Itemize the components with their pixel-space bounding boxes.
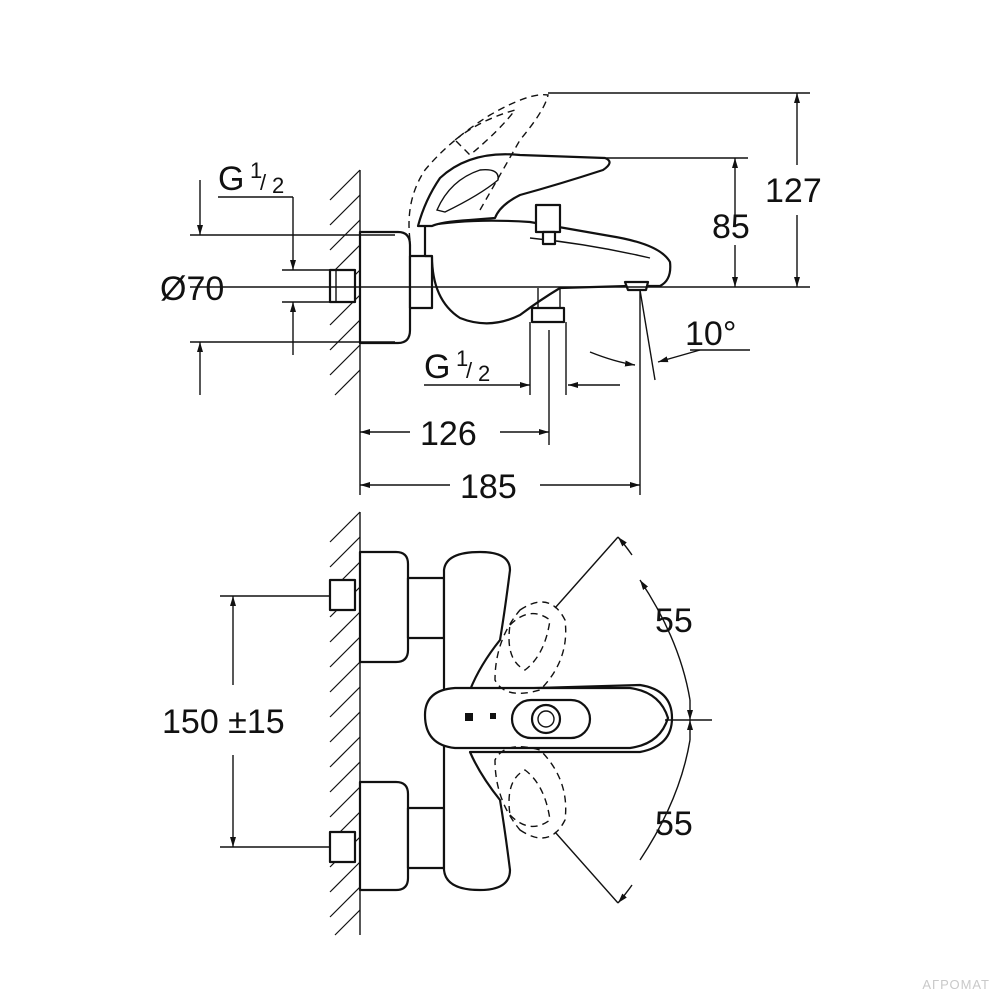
label-inlet-bottom: G [424,348,450,386]
shower-outlet [530,288,566,324]
label-dim-150: 150 ±15 [162,703,285,741]
label-rotation-lower: 55 [655,805,693,843]
lever-rotated-down-dashed [494,746,567,839]
label-dim-185: 185 [460,468,517,506]
mixer-body-side [408,254,434,310]
side-view [190,92,810,495]
lever-side [416,153,611,228]
label-angle: 10° [685,315,736,353]
angle-line [639,289,656,381]
escutcheon-top-front [358,550,410,664]
spout-outlet [623,280,650,292]
label-inlet-bottom-num: 1 [456,346,468,371]
inlet-fitting-top-front [328,578,357,612]
inlet-fitting-bottom-front [328,830,357,864]
escutcheon-bottom-front [358,780,410,892]
label-dim-126: 126 [420,415,477,453]
svg-text:/: / [260,170,267,195]
label-diameter: Ø70 [160,270,224,308]
lever-rotated-up-dashed [494,601,567,694]
mixer-body-main [423,219,672,325]
lever-raised-dashed [408,93,549,241]
label-inlet-top-den: 2 [272,173,284,198]
label-dim-127: 127 [765,172,822,210]
labels: G 1 / 2 Ø70 G 1 / 2 85 127 10° 126 185 1… [160,158,822,843]
label-inlet-bottom-den: 2 [478,361,490,386]
svg-text:/: / [466,358,473,383]
label-rotation-upper: 55 [655,602,693,640]
label-inlet-top: G [218,160,244,198]
front-view [220,511,712,936]
watermark: АГРОМАТ [922,977,990,992]
inlet-fitting-side [328,268,357,304]
wall-hatch-bottom [329,511,361,936]
label-inlet-top-num: 1 [250,158,262,183]
diverter-knob [534,203,562,246]
label-dim-85: 85 [712,208,750,246]
